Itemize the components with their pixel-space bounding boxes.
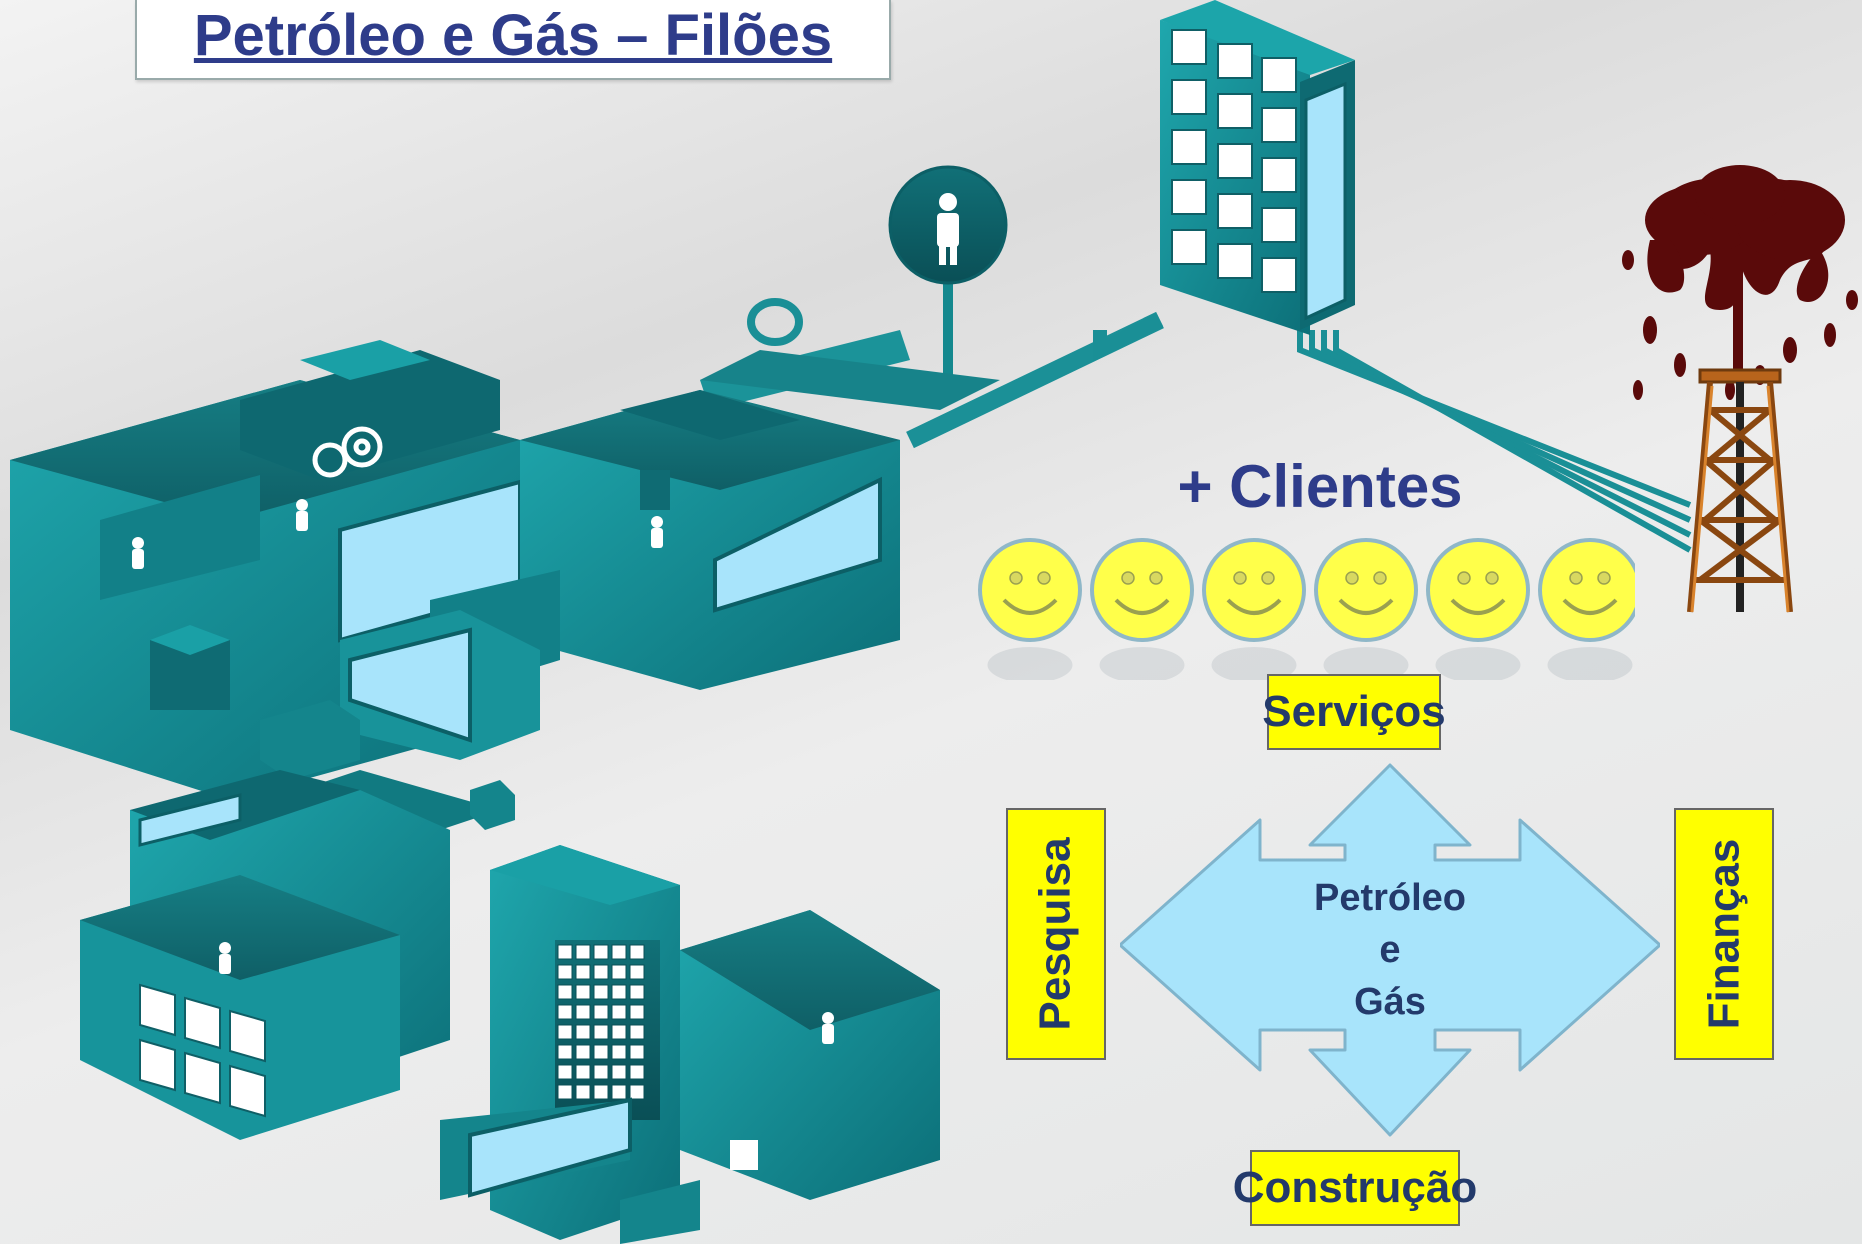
hub-line-3: Gás xyxy=(1354,981,1426,1023)
building-complex-center xyxy=(340,390,900,760)
person-sign xyxy=(888,165,1008,385)
smiley-icon xyxy=(1090,538,1194,680)
smiley-icon xyxy=(1538,538,1635,680)
pesquisa-box: Pesquisa xyxy=(1006,808,1106,1060)
financas-box: Finanças xyxy=(1674,808,1774,1060)
smiley-row xyxy=(978,538,1635,680)
clientes-label: + Clientes xyxy=(1177,453,1463,520)
servicos-box: Serviços xyxy=(1262,674,1446,750)
person-icon xyxy=(937,193,959,265)
hub-label: Petróleo e Gás xyxy=(1290,872,1490,1028)
building-complex-lower xyxy=(80,770,450,1140)
office-tower xyxy=(1160,0,1355,335)
title-box: Petróleo e Gás – Filões xyxy=(135,0,891,80)
hub-line-2: e xyxy=(1379,929,1401,971)
smiley-icon xyxy=(1202,538,1306,680)
page-title: Petróleo e Gás – Filões xyxy=(193,3,833,68)
person-icon xyxy=(822,1012,834,1044)
hub-line-1: Petróleo xyxy=(1313,877,1467,919)
gear-icon xyxy=(312,426,383,478)
financas-label: Finanças xyxy=(1699,838,1748,1030)
four-way-arrow xyxy=(1120,763,1660,1137)
pesquisa-label: Pesquisa xyxy=(1031,837,1080,1031)
person-icon xyxy=(219,942,231,974)
person-icon xyxy=(651,516,663,548)
pipes xyxy=(906,311,1692,553)
building-complex-lower-right xyxy=(680,910,940,1200)
office-tower-lower xyxy=(440,845,700,1244)
construcao-box: Construção xyxy=(1233,1150,1477,1226)
derrick-tower xyxy=(1687,368,1793,613)
person-icon xyxy=(132,499,308,569)
smiley-icon xyxy=(1426,538,1530,680)
smiley-icon xyxy=(978,538,1082,680)
oil-gusher-icon xyxy=(1622,165,1858,400)
smiley-icon xyxy=(1314,538,1418,680)
oil-derrick-icon xyxy=(1622,165,1858,613)
